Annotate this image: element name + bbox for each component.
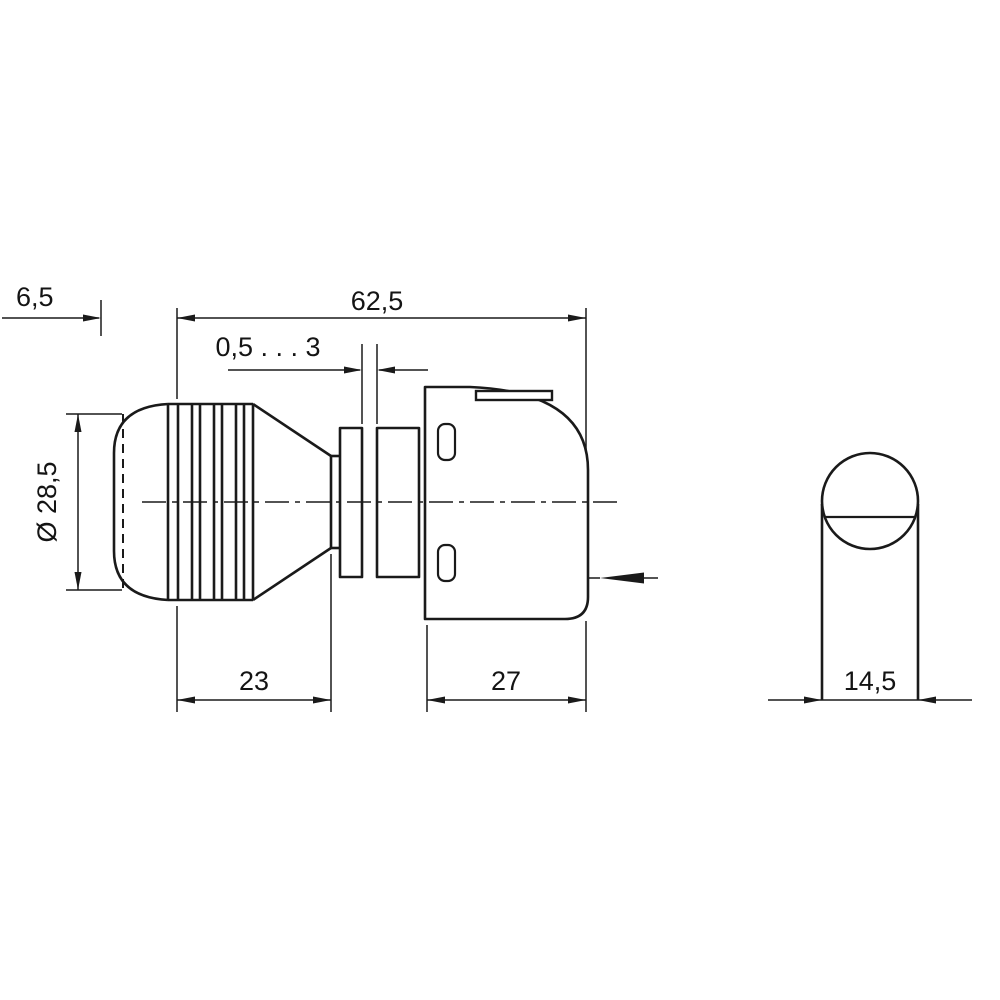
dim-label-overall-length: 62,5 <box>351 286 404 316</box>
dim-arrow <box>918 696 936 704</box>
dim-knob-length: 23 <box>176 554 332 712</box>
dim-housing-length: 27 <box>426 621 587 712</box>
dim-label-housing-length: 27 <box>491 666 521 696</box>
housing-outline <box>423 385 590 621</box>
dim-arrow <box>177 696 195 704</box>
dim-label-knob-length: 23 <box>239 666 269 696</box>
dim-arrow <box>74 414 82 432</box>
terminal-slot-bottom <box>436 543 457 583</box>
dim-stem-width: 14,5 <box>768 666 972 704</box>
mounting-nut <box>375 426 421 579</box>
dim-arrow <box>313 696 331 704</box>
dim-arrow <box>177 314 195 322</box>
main-view <box>112 385 658 621</box>
dim-knob-diameter: Ø 28,5 <box>32 413 122 591</box>
dim-label-knob-diameter: Ø 28,5 <box>32 461 62 542</box>
dim-label-stem-width: 14,5 <box>844 666 897 696</box>
dim-label-knob-travel: 6,5 <box>16 282 54 312</box>
terminal-pin-arrow <box>600 572 644 584</box>
knob-cone-bottom-edge <box>252 546 332 602</box>
terminal-slot-top <box>436 422 457 462</box>
dim-overall-length: 62,5 <box>176 286 587 452</box>
knob-ball-circle <box>820 451 920 551</box>
dim-arrow <box>74 572 82 590</box>
dim-arrow <box>568 314 586 322</box>
dim-arrow <box>804 696 822 704</box>
lock-washer <box>338 426 364 579</box>
dim-panel-thickness: 0,5 . . . 3 <box>215 332 428 424</box>
terminal-blade <box>474 389 554 402</box>
dim-knob-travel: 6,5 <box>2 282 102 336</box>
dim-arrow <box>344 366 362 374</box>
dim-arrow <box>427 696 445 704</box>
knob-cone-top-edge <box>252 402 332 458</box>
knob-cap-outline <box>112 402 169 602</box>
side-view <box>820 451 920 700</box>
dim-arrow <box>83 314 101 322</box>
dim-arrow <box>377 366 395 374</box>
dim-arrow <box>568 696 586 704</box>
dim-label-panel-thickness: 0,5 . . . 3 <box>215 332 320 362</box>
